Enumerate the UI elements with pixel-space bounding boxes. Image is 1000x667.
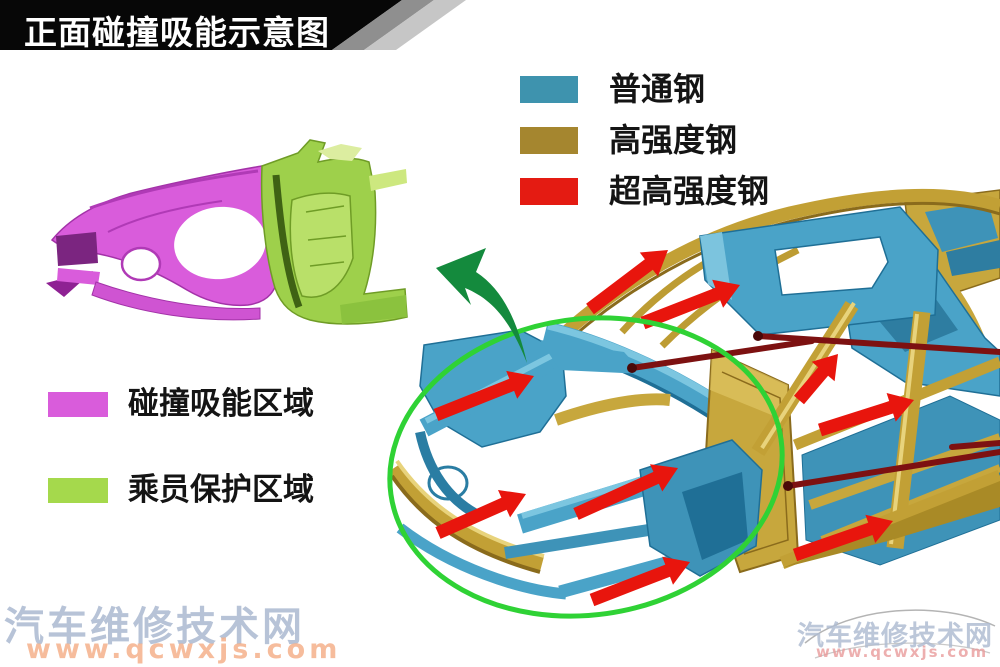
banner-light-stripe (364, 0, 466, 50)
ordinary-steel-swatch (520, 75, 578, 103)
watermark-site-url-small: www.qcwxjs.com (816, 643, 989, 661)
crossmember-rod (949, 440, 1000, 450)
protection-zone-swatch (48, 477, 108, 503)
high-strength-steel-label: 高强度钢 (609, 121, 738, 159)
high-strength-steel-swatch (520, 126, 578, 154)
car-body-figure (387, 188, 1000, 619)
load-path-arrow-icon (640, 279, 740, 330)
load-path-arrow-icon (794, 354, 838, 405)
watermark-car-sketch (804, 609, 996, 659)
load-path-arrows (433, 250, 914, 607)
load-path-arrow-icon (435, 490, 526, 539)
legend-row-high-strength-steel: 高强度钢 (520, 123, 769, 157)
front-clip-figure (46, 139, 408, 325)
load-path-arrow-icon (433, 370, 534, 421)
legend-row-absorption-zone: 碰撞吸能区域 (48, 386, 314, 422)
callout-arrow-icon (436, 248, 527, 363)
ordinary-steel-label: 普通钢 (609, 70, 706, 108)
crossmember-rod (755, 333, 1000, 355)
banner-black-shape (0, 0, 402, 50)
absorption-zone-shape (46, 165, 284, 321)
watermark-site-name-small: 汽车维修技术网 (797, 621, 993, 652)
crossmember-rod (785, 449, 1000, 489)
watermark-site-name-large: 汽车维修技术网 (4, 604, 305, 650)
ultra-high-strength-steel-swatch (520, 177, 578, 205)
watermark-site-url-large: www.qcwxjs.com (26, 634, 342, 665)
load-path-arrow-icon (586, 250, 668, 315)
load-path-arrow-icon (818, 393, 914, 437)
load-path-arrow-icon (589, 556, 690, 607)
front-highlight-ellipse (387, 315, 785, 619)
title-banner (0, 0, 466, 50)
ultra-high-strength-steel-label: 超高强度钢 (609, 172, 770, 210)
protection-zone-label: 乘员保护区域 (128, 472, 314, 508)
steel-legend: 普通钢 高强度钢 超高强度钢 (520, 72, 769, 208)
protection-zone-shape (260, 139, 408, 325)
load-path-arrow-icon (573, 464, 678, 520)
absorption-zone-label: 碰撞吸能区域 (128, 386, 314, 422)
legend-row-ultra-high-strength-steel: 超高强度钢 (520, 174, 769, 208)
zone-legend: 碰撞吸能区域 乘员保护区域 (48, 386, 314, 508)
absorption-zone-swatch (48, 391, 108, 417)
banner-gray-stripe (332, 0, 434, 50)
legend-row-ordinary-steel: 普通钢 (520, 72, 769, 106)
legend-row-protection-zone: 乘员保护区域 (48, 472, 314, 508)
load-path-arrow-icon (792, 514, 893, 562)
page-title: 正面碰撞吸能示意图 (24, 13, 330, 52)
